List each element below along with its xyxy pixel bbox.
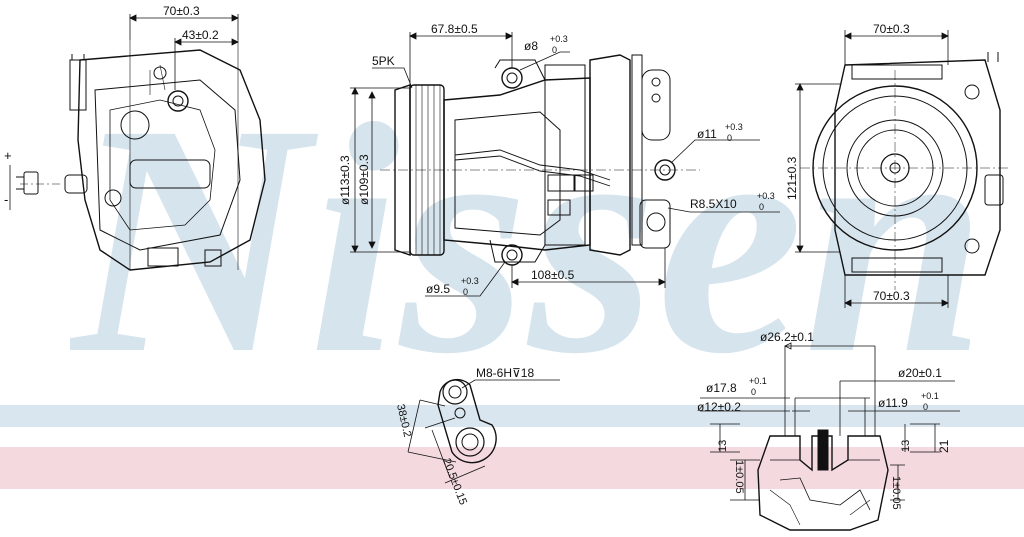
mounting-bracket: [437, 378, 497, 464]
dim-43-text: 43±0.2: [182, 28, 219, 42]
dim-9-5: [425, 261, 506, 297]
dim-12-text: ø12±0.2: [697, 400, 741, 414]
dim-r85: [667, 207, 780, 213]
dim-113-text: ø113±0.3: [338, 155, 352, 205]
dim-9-5-tol: +0.3: [461, 276, 479, 286]
dim-38-text: 38±0.2: [394, 403, 413, 438]
dim-70-top-left-text: 70±0.3: [163, 4, 200, 18]
dim-38: [407, 399, 457, 463]
dim-11-9-tol0: 0: [923, 402, 928, 412]
dim-8-tol: +0.3: [550, 34, 568, 44]
dim-109: [368, 91, 376, 249]
port-dims: [700, 342, 960, 501]
dim-21-text: 21: [937, 439, 951, 453]
dim-17-8-text: ø17.8: [706, 381, 737, 395]
dim-13-left-text: 13: [717, 440, 729, 452]
compressor-left-view: [20, 40, 266, 271]
dim-113: [350, 87, 410, 253]
dim-r85-tol0: 0: [759, 202, 764, 212]
dim-9-5-text: ø9.5: [426, 282, 450, 296]
dim-121-text: 121±0.3: [785, 156, 799, 200]
dim-8-tol0: 0: [552, 45, 557, 55]
dim-11-9-text: ø11.9: [878, 396, 908, 410]
dim-70-bottom-right-text: 70±0.3: [873, 289, 910, 303]
dim-20-5-text: 20.5±0.15: [440, 457, 469, 507]
dim-43: [174, 38, 239, 90]
dim-r85-text: R8.5X10: [690, 197, 737, 211]
terminal-plus-label: +: [4, 148, 12, 163]
watermark-band-red: [0, 447, 1024, 489]
electrical-connector: [9, 165, 39, 210]
watermark-band-blue: [0, 405, 1024, 427]
dim-26-2-text: ø26.2±0.1: [760, 330, 814, 344]
dim-9-5-tol0: 0: [463, 287, 468, 297]
dim-20-text: ø20±0.1: [898, 366, 942, 380]
dim-17-8-tol0: 0: [751, 387, 756, 397]
dim-r85-tol: +0.3: [757, 191, 775, 201]
compressor-right-view: [800, 52, 1010, 290]
dim-20-5: [424, 417, 486, 484]
dim-11-text: ø11: [697, 127, 717, 141]
dim-67-8: [409, 32, 513, 85]
dim-1-right-text: 1±0.05: [890, 476, 902, 510]
dim-70-bottom-right: [844, 275, 949, 308]
compressor-middle-view: [380, 54, 700, 266]
dim-70-top-right-text: 70±0.3: [873, 22, 910, 36]
dim-109-text: ø109±0.3: [357, 154, 371, 205]
dim-8-text: ø8: [524, 39, 538, 53]
dim-8: [519, 51, 570, 71]
dim-13-right-text: 13: [900, 440, 912, 452]
pk-label: 5PK: [372, 54, 395, 68]
dim-70-top-left: [129, 14, 239, 40]
dim-11-tol: +0.3: [725, 122, 743, 132]
dim-11: [671, 139, 760, 163]
watermark-text: Nissens: [70, 57, 970, 390]
dim-121: [795, 83, 840, 253]
dim-1-left-text: 1±0.05: [733, 460, 745, 494]
dim-11-9-tol: +0.1: [921, 391, 939, 401]
dim-108-text: 108±0.5: [531, 268, 575, 282]
dim-11-tol0: 0: [727, 133, 732, 143]
nissens-watermark: Nissens: [70, 57, 970, 390]
dim-70-top-right: [844, 30, 949, 65]
port-section: [757, 429, 889, 531]
terminal-minus-label: -: [4, 192, 8, 207]
thread-label: M8-6H⊽18: [476, 366, 534, 380]
dim-67-8-text: 67.8±0.5: [431, 22, 478, 36]
dim-108: [511, 248, 666, 288]
dim-17-8-tol: +0.1: [749, 376, 767, 386]
